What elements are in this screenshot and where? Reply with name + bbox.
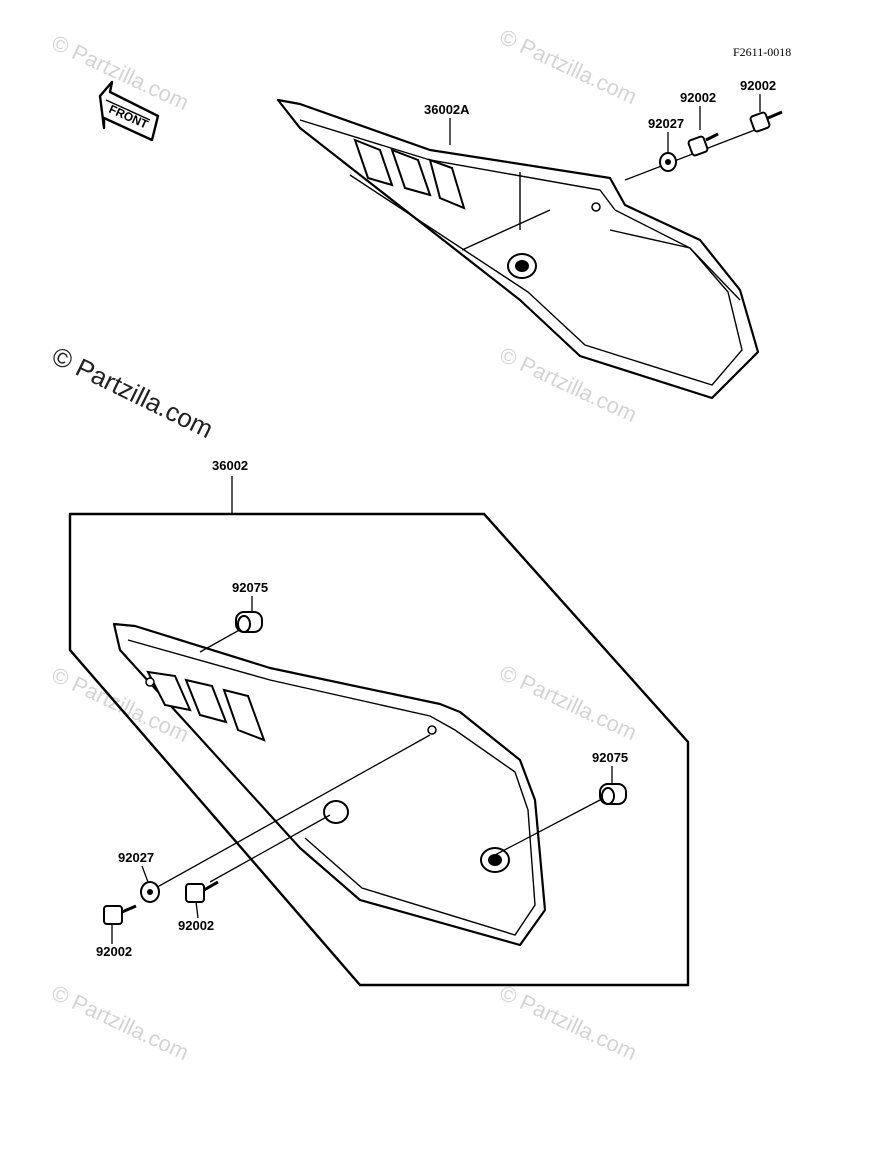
front-arrow: FRONT xyxy=(98,80,160,142)
diagram-code: F2611-0018 xyxy=(733,45,791,59)
lower-hardware xyxy=(103,611,627,925)
callout-grommet-top: 92075 xyxy=(232,580,268,595)
lower-bolt-left xyxy=(103,904,137,925)
lower-side-cover xyxy=(112,622,547,947)
callout-lower-bolt-left: 92002 xyxy=(96,944,132,959)
upper-hardware xyxy=(624,110,783,181)
watermark: © Partzilla.com xyxy=(496,980,641,1065)
watermark: © Partzilla.com xyxy=(48,980,193,1065)
callout-grommet-right: 92075 xyxy=(592,750,628,765)
grommet-right xyxy=(599,783,627,805)
upper-bolt-a xyxy=(687,132,719,157)
upper-bolt-b xyxy=(749,110,783,133)
upper-side-cover xyxy=(276,98,760,400)
watermark-main: © Partzilla.com xyxy=(47,340,218,444)
callout-upper-bolt-2: 92002 xyxy=(740,78,776,93)
callout-lower-bolt-mid: 92002 xyxy=(178,918,214,933)
watermark: © Partzilla.com xyxy=(496,24,641,109)
callout-lower-washer: 92027 xyxy=(118,850,154,865)
callout-upper-cover: 36002A xyxy=(424,102,470,117)
callout-kit: 36002 xyxy=(212,458,248,473)
upper-washer xyxy=(659,152,677,172)
grommet-top xyxy=(235,611,263,633)
kit-frame: 36002 xyxy=(68,458,690,987)
watermark: © Partzilla.com xyxy=(496,660,641,745)
callout-upper-washer: 92027 xyxy=(648,116,684,131)
lower-washer xyxy=(140,881,160,903)
lower-bolt-mid xyxy=(185,880,219,903)
callout-upper-bolt-1: 92002 xyxy=(680,90,716,105)
